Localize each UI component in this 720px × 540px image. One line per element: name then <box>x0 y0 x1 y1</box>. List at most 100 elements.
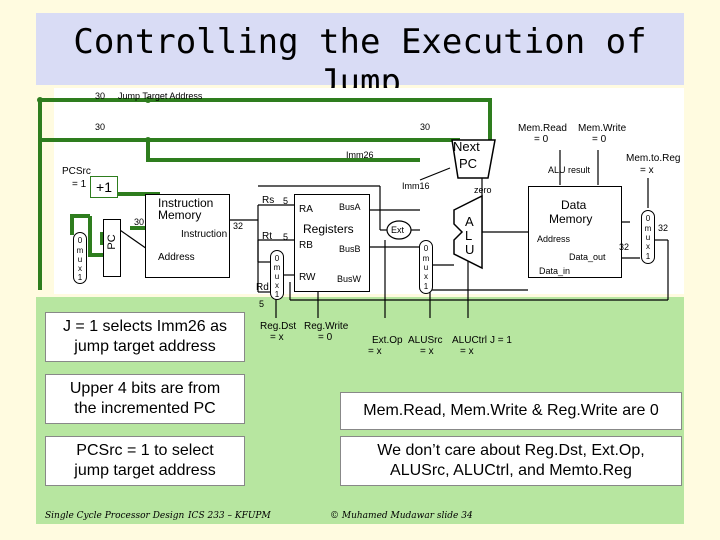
alu-label-u: U <box>465 242 475 257</box>
mux-u: u <box>274 272 280 281</box>
mux-input-1: 1 <box>645 252 651 261</box>
alusrc-label-2: = x <box>420 346 434 357</box>
footer-course: Single Cycle Processor Design <box>45 511 185 521</box>
busa-port: BusA <box>339 202 361 212</box>
note-pcsrc-line-1: PCSrc = 1 to select <box>76 442 214 459</box>
next-pc-label-2: PC <box>459 156 478 171</box>
aluctrl-label-j: J = 1 <box>490 335 512 346</box>
width-30-left: 30 <box>95 122 106 132</box>
jump-target-label: Jump Target Address <box>118 91 203 101</box>
regdst-label-1: Reg.Dst <box>260 321 297 332</box>
note-mem-zero: Mem.Read, Mem.Write & Reg.Write are 0 <box>340 392 682 430</box>
imem-title-2: Memory <box>158 208 202 222</box>
alu-result-label: ALU result <box>548 165 591 175</box>
memread-label-2: = 0 <box>534 134 549 145</box>
mux-input-0: 0 <box>77 236 83 245</box>
next-pc-block <box>451 139 496 179</box>
note-dont-care: We don’t care about Reg.Dst, Ext.Op, ALUS… <box>340 436 682 486</box>
pcsrc-mux: 0 m u x 1 <box>73 232 87 284</box>
mux-u: u <box>645 233 651 242</box>
mux-input-1: 1 <box>77 273 83 282</box>
width-30-pc: 30 <box>134 217 145 227</box>
rs-label: Rs <box>262 195 275 206</box>
alusrc-label-1: ALUSrc <box>408 335 443 346</box>
mux-x: x <box>424 272 428 281</box>
mux-m: m <box>422 254 430 263</box>
regdst-mux: 0 m u x 1 <box>270 250 284 300</box>
regwrite-label-2: = 0 <box>318 332 333 343</box>
rt-label: Rt <box>262 231 272 242</box>
mux-input-0: 0 <box>645 214 651 223</box>
zero-label: zero <box>474 185 492 195</box>
imm16-label: Imm16 <box>402 181 430 191</box>
note-dontcare-line-2: ALUSrc, ALUCtrl, and Memto.Reg <box>390 462 632 479</box>
width-32-dmem: 32 <box>619 242 630 252</box>
imm26-label: Imm26 <box>346 150 374 160</box>
pcsrc-label-1: PCSrc <box>62 166 91 177</box>
mux-input-0: 0 <box>423 244 429 253</box>
memread-label-1: Mem.Read <box>518 123 567 134</box>
upper-bits-path <box>38 100 460 142</box>
imem-title-1: Instruction <box>158 196 214 210</box>
register-file: RA BusA Registers RB BusB RW BusW <box>294 194 370 292</box>
pcsrc-path <box>70 214 90 235</box>
memtoreg-label-2: = x <box>640 165 654 176</box>
alusrc-mux: 0 m u x 1 <box>419 240 433 294</box>
dmem-datain-port: Data_in <box>539 266 571 276</box>
dmem-address-port: Address <box>537 234 571 244</box>
mux-x: x <box>275 281 279 290</box>
extop-label-1: Ext.Op <box>372 335 403 346</box>
rd-width: 5 <box>259 299 265 309</box>
alu-label-l: L <box>465 228 473 243</box>
width-30-right: 30 <box>420 122 431 132</box>
dmem-dataout-port: Data_out <box>569 252 606 262</box>
pc-register: PC <box>103 219 121 277</box>
rs-width: 5 <box>283 196 289 206</box>
width-30-top: 30 <box>95 91 106 101</box>
note-pcsrc: PCSrc = 1 to select jump target address <box>45 436 245 486</box>
dmem-title-2: Memory <box>549 212 593 226</box>
registers-label: Registers <box>303 222 354 236</box>
note-jump-line-1: J = 1 selects Imm26 as <box>62 318 228 335</box>
mux-m: m <box>76 246 84 255</box>
mux-m: m <box>273 263 281 272</box>
alu-label-a: A <box>465 214 474 229</box>
next-pc-label-1: Next <box>453 139 480 154</box>
note-pcsrc-line-2: jump target address <box>74 462 216 479</box>
extop-label-2: = x <box>368 346 382 357</box>
mux-u: u <box>77 255 83 264</box>
note-upper-line-1: Upper 4 bits are from <box>69 380 221 397</box>
instruction-memory: Instruction Memory Instruction Address <box>145 194 230 278</box>
ext-label: Ext <box>391 225 405 235</box>
busb-port: BusB <box>339 244 361 254</box>
rw-port: RW <box>299 272 316 283</box>
slide-title: Controlling the Execution of Jump <box>73 22 647 102</box>
note-jump-line-2: jump target address <box>74 338 216 355</box>
note-upper-line-2: the incremented PC <box>74 400 216 417</box>
rt-width: 5 <box>283 232 289 242</box>
mux-u: u <box>423 263 429 272</box>
note-mem-line-1: Mem.Read, Mem.Write & Reg.Write are 0 <box>363 402 659 419</box>
pcsrc-label-2: = 1 <box>72 179 87 190</box>
imem-address-port: Address <box>158 252 195 263</box>
data-memory: Data Memory Address Data_out Data_in <box>528 186 622 278</box>
mux-m: m <box>644 224 652 233</box>
mux-input-1: 1 <box>423 282 429 291</box>
dmem-title-1: Data <box>561 198 587 212</box>
memtoreg-label-1: Mem.to.Reg <box>626 153 681 164</box>
aluctrl-label-2: = x <box>460 346 474 357</box>
note-dontcare-line-1: We don’t care about Reg.Dst, Ext.Op, <box>377 442 645 459</box>
plus-one-label: +1 <box>96 179 112 195</box>
regdst-label-2: = x <box>270 332 284 343</box>
regwrite-label-1: Reg.Write <box>304 321 349 332</box>
memtoreg-mux: 0 m u x 1 <box>641 210 655 264</box>
rd-label: Rd <box>256 282 269 293</box>
ext-block <box>386 220 412 240</box>
aluctrl-label-1: ALUCtrl <box>452 335 488 346</box>
memwrite-label-1: Mem.Write <box>578 123 627 134</box>
title-band <box>36 13 684 85</box>
imem-instruction-port: Instruction <box>181 229 228 240</box>
imm26-path <box>146 140 420 162</box>
